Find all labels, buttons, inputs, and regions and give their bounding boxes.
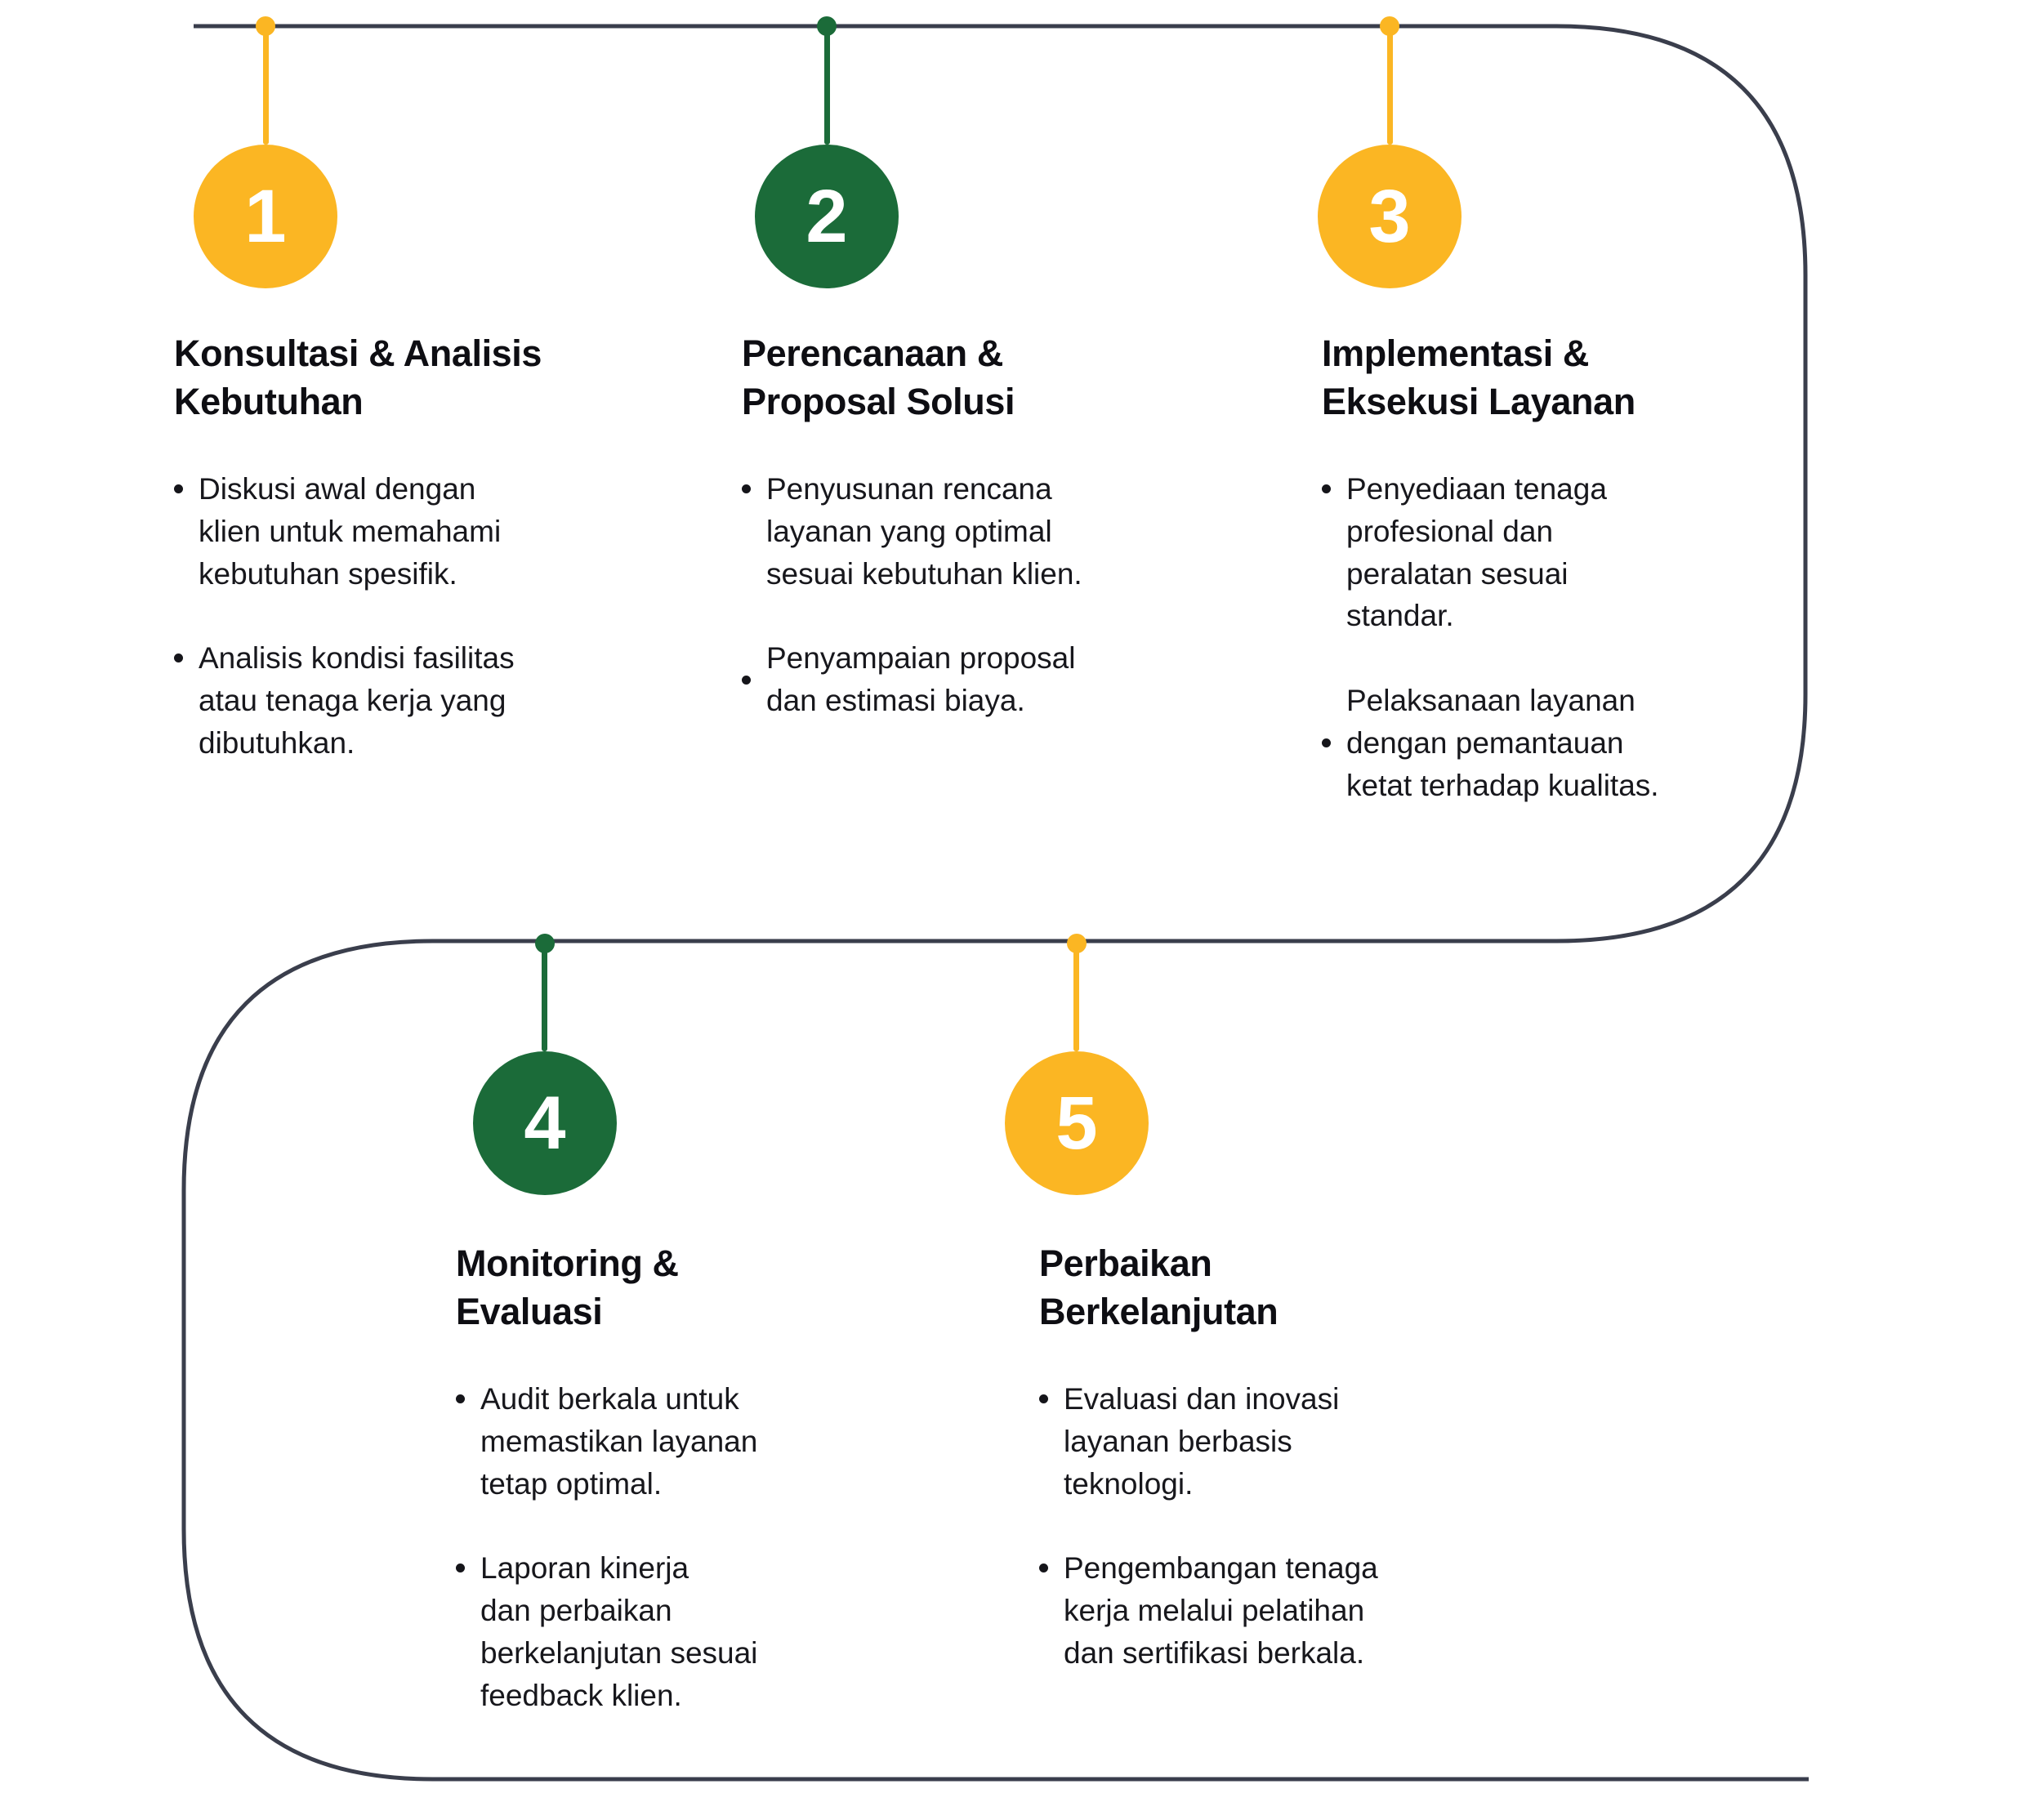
- step-2-number: 2: [805, 175, 848, 258]
- list-item: Analisis kondisi fasilitas atau tenaga k…: [174, 637, 566, 764]
- step-2-title: Perencanaan & Proposal Solusi: [742, 332, 1015, 422]
- step-3-track-node-dot: [1380, 16, 1399, 36]
- timeline-track-path: [181, 24, 1809, 1782]
- bullet-dot-icon: [174, 654, 183, 663]
- step-3-content: Implementasi & Eksekusi Layanan Penyedia…: [1322, 330, 1730, 850]
- list-item: Laporan kinerja dan perbaikan berkelanju…: [456, 1547, 848, 1716]
- list-item: Evaluasi dan inovasi layanan berbasis te…: [1039, 1378, 1456, 1505]
- list-item: Diskusi awal dengan klien untuk memahami…: [174, 468, 566, 595]
- bullet-text: Pelaksanaan layanan dengan pemantauan ke…: [1346, 684, 1659, 802]
- list-item: Pengembangan tenaga kerja melalui pelati…: [1039, 1547, 1456, 1674]
- step-1-number: 1: [244, 175, 287, 258]
- bullet-dot-icon: [174, 484, 183, 493]
- list-item: Pelaksanaan layanan dengan pemantauan ke…: [1322, 680, 1730, 806]
- step-1-track-node-dot: [256, 16, 275, 36]
- list-item: Penyediaan tenaga profesional dan perala…: [1322, 468, 1730, 637]
- step-2-connector-stem: [824, 26, 830, 145]
- step-3-title: Implementasi & Eksekusi Layanan: [1322, 332, 1636, 422]
- list-item: Penyusunan rencana layanan yang optimal …: [742, 468, 1150, 595]
- bullet-dot-icon: [1039, 1564, 1048, 1573]
- step-5-number: 5: [1055, 1082, 1098, 1165]
- step-3-number-circle: 3: [1318, 145, 1461, 288]
- bullet-text: Penyampaian proposal dan estimasi biaya.: [766, 641, 1076, 718]
- bullet-dot-icon: [1039, 1394, 1048, 1403]
- bullet-text: Diskusi awal dengan klien untuk memahami…: [199, 472, 502, 591]
- step-3-number: 3: [1368, 175, 1411, 258]
- bullet-dot-icon: [742, 675, 751, 685]
- step-5-track-node-dot: [1067, 934, 1087, 953]
- bullet-dot-icon: [456, 1564, 465, 1573]
- bullet-text: Pengembangan tenaga kerja melalui pelati…: [1064, 1551, 1378, 1670]
- step-1-connector-stem: [263, 26, 269, 145]
- step-3-connector-stem: [1387, 26, 1393, 145]
- step-5-connector-stem: [1073, 943, 1079, 1051]
- step-2-track-node-dot: [817, 16, 837, 36]
- step-4-track-node-dot: [535, 934, 555, 953]
- bullet-dot-icon: [742, 484, 751, 493]
- step-2-number-circle: 2: [755, 145, 899, 288]
- step-4-title: Monitoring & Evaluasi: [456, 1242, 679, 1332]
- step-1-title: Konsultasi & Analisis Kebutuhan: [174, 332, 542, 422]
- step-4-number-circle: 4: [473, 1051, 617, 1195]
- step-5-content: Perbaikan Berkelanjutan Evaluasi dan ino…: [1039, 1240, 1456, 1717]
- step-4-connector-stem: [542, 943, 547, 1051]
- step-4-content: Monitoring & Evaluasi Audit berkala untu…: [456, 1240, 848, 1760]
- step-2-content: Perencanaan & Proposal Solusi Penyusunan…: [742, 330, 1150, 765]
- step-1-content: Konsultasi & Analisis Kebutuhan Diskusi …: [174, 330, 566, 807]
- bullet-dot-icon: [1322, 484, 1331, 493]
- bullet-text: Penyediaan tenaga profesional dan perala…: [1346, 472, 1607, 633]
- list-item: Audit berkala untuk memastikan layanan t…: [456, 1378, 848, 1505]
- step-5-number-circle: 5: [1005, 1051, 1149, 1195]
- step-1-number-circle: 1: [194, 145, 337, 288]
- bullet-text: Audit berkala untuk memastikan layanan t…: [480, 1382, 758, 1501]
- bullet-dot-icon: [456, 1394, 465, 1403]
- bullet-text: Penyusunan rencana layanan yang optimal …: [766, 472, 1082, 591]
- bullet-text: Analisis kondisi fasilitas atau tenaga k…: [199, 641, 515, 760]
- bullet-text: Laporan kinerja dan perbaikan berkelanju…: [480, 1551, 758, 1712]
- bullet-dot-icon: [1322, 738, 1331, 748]
- step-5-title: Perbaikan Berkelanjutan: [1039, 1242, 1279, 1332]
- bullet-text: Evaluasi dan inovasi layanan berbasis te…: [1064, 1382, 1340, 1501]
- list-item: Penyampaian proposal dan estimasi biaya.: [742, 637, 1150, 722]
- step-4-number: 4: [524, 1082, 566, 1165]
